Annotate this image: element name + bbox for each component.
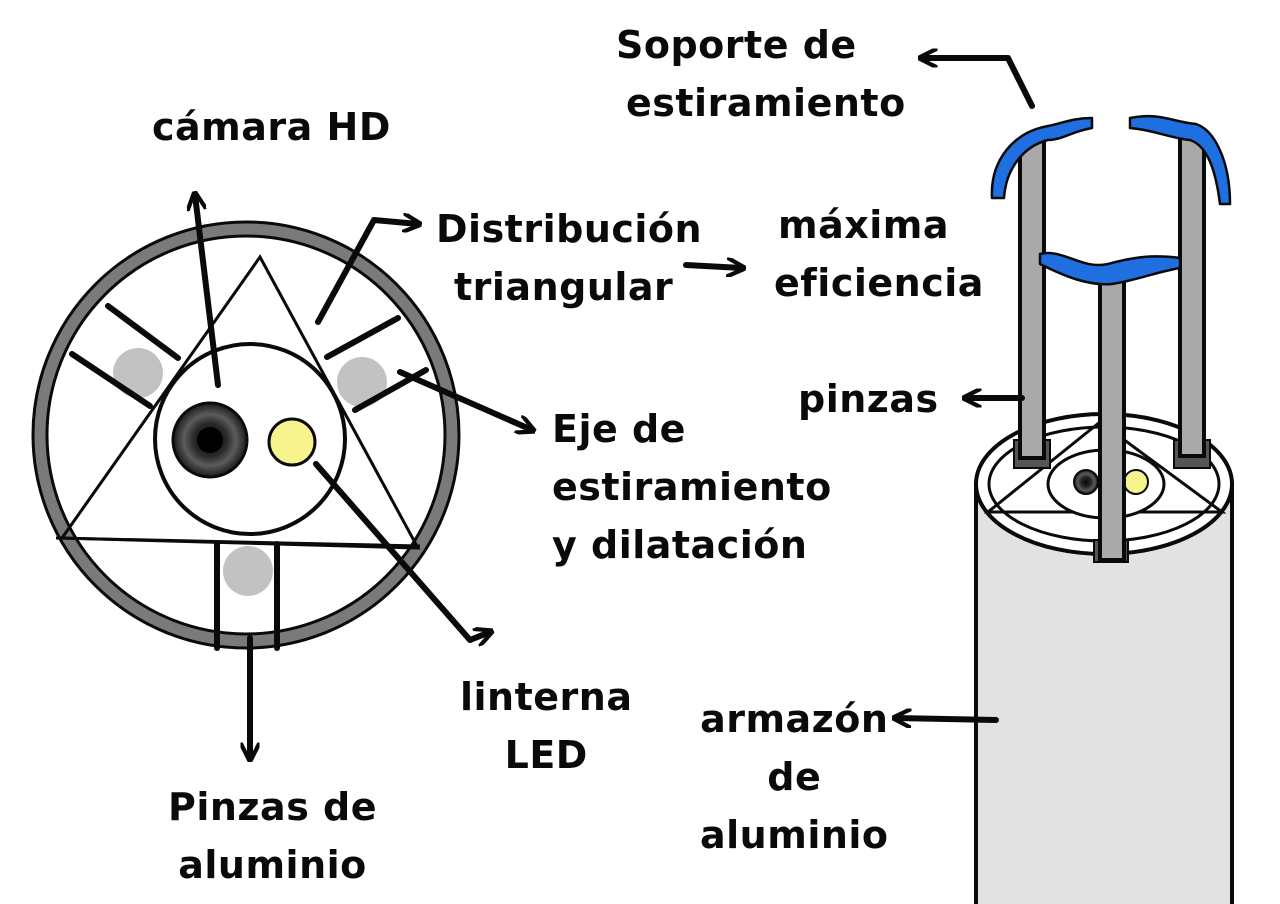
top-led bbox=[1123, 469, 1149, 495]
arrow-maxima bbox=[683, 265, 742, 268]
camera-lens-inner bbox=[197, 427, 223, 453]
label-soporte-line1: Soporte de bbox=[616, 23, 857, 67]
label-distribucion-line2: triangular bbox=[454, 265, 674, 309]
label-linterna-line1: linterna bbox=[460, 675, 633, 719]
label-maxima-line1: máxima bbox=[778, 203, 950, 247]
chord-line bbox=[55, 536, 421, 548]
label-soporte-estiramiento: Soporte de estiramiento bbox=[616, 16, 906, 132]
label-distribucion-triangular: Distribución triangular bbox=[436, 200, 702, 316]
label-armazon-aluminio: armazón de aluminio bbox=[700, 690, 889, 864]
arrow-linterna bbox=[313, 461, 490, 640]
center-hub bbox=[153, 342, 347, 536]
label-eje-line2: estiramiento bbox=[552, 465, 832, 509]
right-arrows bbox=[896, 58, 1035, 720]
arrow-eje bbox=[397, 369, 532, 430]
label-linterna-line2: LED bbox=[504, 733, 588, 777]
clamp-pad-bottom bbox=[223, 546, 273, 596]
left-arrows bbox=[195, 195, 742, 758]
label-eje-estiramiento: Eje de estiramiento y dilatación bbox=[552, 400, 832, 574]
label-camara-hd: cámara HD bbox=[152, 98, 391, 156]
label-eje-line1: Eje de bbox=[552, 407, 686, 451]
label-pinzas-de-aluminio: Pinzas de aluminio bbox=[168, 778, 377, 894]
label-armazon-line2: de bbox=[767, 755, 822, 799]
label-eje-line3: y dilatación bbox=[552, 523, 808, 567]
arrow-soporte bbox=[922, 58, 1035, 109]
label-maxima-line2: eficiencia bbox=[774, 261, 984, 305]
top-camera bbox=[1073, 469, 1099, 495]
label-armazon-line1: armazón bbox=[700, 697, 889, 741]
clamp-pad-left bbox=[113, 348, 163, 398]
rod-left bbox=[1018, 138, 1046, 460]
rod-right bbox=[1178, 136, 1206, 458]
top-view bbox=[31, 220, 461, 651]
gripper-right bbox=[1128, 114, 1232, 206]
label-armazon-line3: aluminio bbox=[700, 813, 889, 857]
label-pinzas-aluminio-line1: Pinzas de bbox=[168, 785, 378, 829]
clamp-pad-right bbox=[337, 357, 387, 407]
rod-center bbox=[1098, 264, 1126, 562]
label-pinzas-text: pinzas bbox=[798, 377, 939, 421]
gripper-left bbox=[990, 116, 1094, 200]
label-linterna-led: linterna LED bbox=[460, 668, 632, 784]
led-light bbox=[267, 417, 317, 467]
label-maxima-eficiencia: máxima eficiencia bbox=[774, 196, 984, 312]
arrow-armazon bbox=[896, 718, 999, 720]
label-camara-text: cámara HD bbox=[152, 105, 391, 149]
label-distribucion-line1: Distribución bbox=[436, 207, 703, 251]
side-view bbox=[974, 114, 1234, 904]
arrow-camera bbox=[195, 195, 221, 388]
label-pinzas: pinzas bbox=[798, 370, 939, 428]
label-pinzas-aluminio-line2: aluminio bbox=[178, 843, 367, 887]
arrow-distribucion bbox=[315, 220, 418, 325]
gripper-center bbox=[1038, 251, 1182, 286]
label-soporte-line2: estiramiento bbox=[626, 81, 906, 125]
